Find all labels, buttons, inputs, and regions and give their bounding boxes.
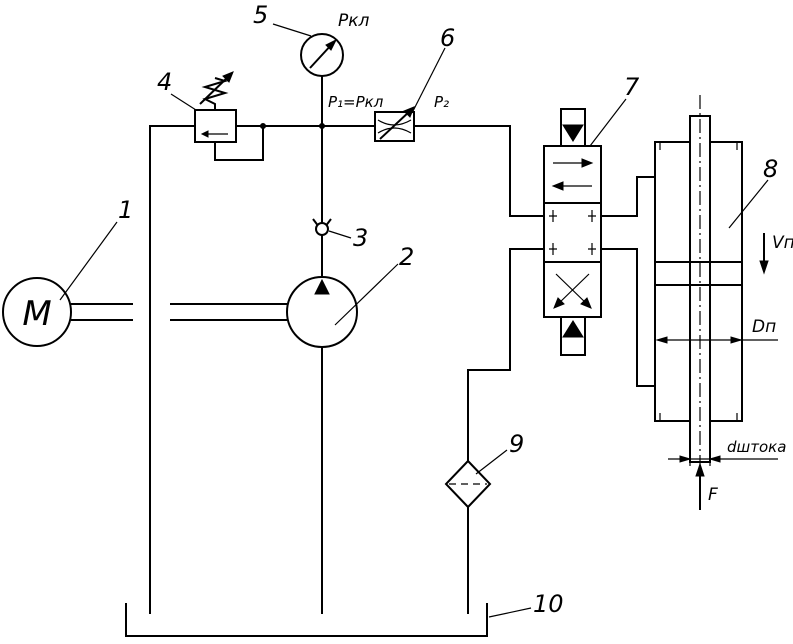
filter <box>444 459 492 614</box>
pressure-gauge <box>300 33 344 126</box>
callout-1: 1 <box>118 196 133 224</box>
labels: 1 2 3 4 5 6 7 8 9 10 Pкл P₁=Pкл P₂ Vп Dп… <box>118 1 793 618</box>
velocity-label: Vп <box>772 233 793 253</box>
force-label: F <box>708 485 718 505</box>
pressure-p1-label: P₁=Pкл <box>328 93 384 111</box>
leader-lines <box>59 23 769 618</box>
callout-10: 10 <box>533 590 564 618</box>
callout-4: 4 <box>157 68 172 96</box>
pressure-p2-label: P₂ <box>434 93 449 111</box>
callout-3: 3 <box>353 224 368 252</box>
callout-2: 2 <box>399 243 414 271</box>
piston-diameter-label: Dп <box>752 317 776 337</box>
supply-line <box>149 123 545 614</box>
rod-diameter-label: dштока <box>727 438 786 456</box>
pump <box>286 276 358 614</box>
valve-piping <box>467 176 655 461</box>
callout-5: 5 <box>253 1 268 29</box>
tank <box>125 603 488 637</box>
callout-7: 7 <box>624 73 640 101</box>
electric-motor: M <box>2 277 287 347</box>
relief-valve <box>194 71 264 161</box>
pressure-gauge-label: Pкл <box>338 11 370 31</box>
directional-valve <box>543 108 602 356</box>
throttle-valve <box>374 106 415 142</box>
callout-6: 6 <box>440 24 455 52</box>
callout-9: 9 <box>509 430 524 458</box>
callout-8: 8 <box>763 155 778 183</box>
hydraulic-cylinder <box>654 95 778 510</box>
motor-symbol: M <box>22 294 51 334</box>
check-valve <box>312 126 332 280</box>
